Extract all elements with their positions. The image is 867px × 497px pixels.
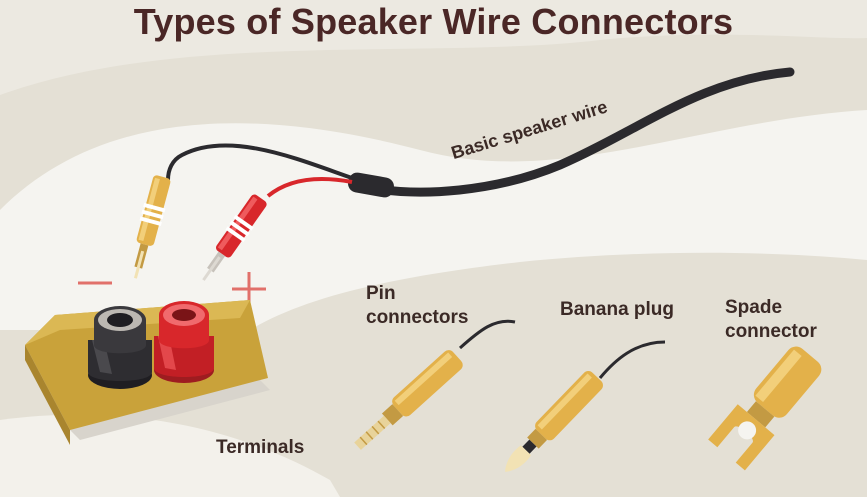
black-lead	[166, 143, 353, 181]
terminals-label: Terminals	[216, 437, 305, 458]
pin-connectors-label-line1: Pin	[366, 283, 396, 304]
banana-plug-label: Banana plug	[560, 299, 675, 320]
speaker-wire	[350, 67, 795, 197]
spade-connector	[708, 346, 822, 471]
wire-split-sleeve	[348, 172, 394, 198]
red-lead	[266, 176, 353, 198]
pin-connectors-label-line2: connectors	[366, 307, 469, 328]
background-swoosh-light	[0, 110, 867, 330]
spade-connector-label-line1: Spade	[725, 297, 783, 318]
banana-plug	[505, 340, 666, 472]
red-pin-connector	[202, 194, 267, 281]
black-terminal-post	[88, 306, 152, 389]
pin-connector	[354, 319, 516, 450]
red-terminal-post	[154, 301, 214, 383]
page-title: Types of Speaker Wire Connectors	[133, 1, 734, 42]
background-swoosh-top	[0, 0, 867, 95]
gold-pin-connector	[133, 175, 171, 279]
spade-connector-label-line2: connector	[725, 321, 817, 342]
